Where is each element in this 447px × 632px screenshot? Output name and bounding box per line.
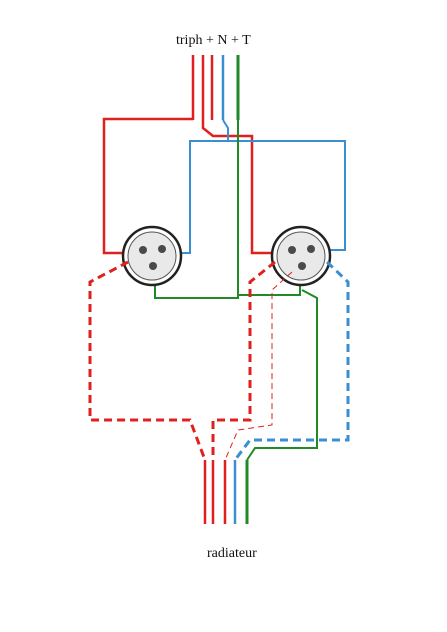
socket-left-pin-3	[149, 262, 157, 270]
earth-wire-sockets	[154, 120, 239, 299]
neutral-wire-right-socket	[228, 140, 346, 251]
phase-wire-left-socket	[102, 117, 193, 255]
load-phase-wire-right	[211, 260, 276, 460]
load-neutral-wire	[233, 260, 350, 461]
load-phase-wire-left	[88, 260, 207, 461]
socket-left	[121, 225, 183, 287]
socket-right-pin-1	[288, 246, 296, 254]
supply-cable	[191, 55, 240, 120]
earth-wire-right-socket	[238, 285, 301, 296]
socket-left-pin-1	[139, 246, 147, 254]
socket-right	[270, 225, 332, 287]
load-phase-wire-thin	[224, 271, 293, 461]
socket-right-pin-2	[307, 245, 315, 253]
phase-wire-right-socket	[201, 120, 272, 255]
socket-left-pin-2	[158, 245, 166, 253]
load-earth-wire	[246, 289, 318, 461]
socket-right-pin-3	[298, 262, 306, 270]
load-cable	[203, 460, 249, 524]
radiator-label: radiateur	[207, 546, 257, 561]
supply-label: triph + N + T	[176, 33, 251, 48]
neutral-wire-sockets	[180, 119, 229, 254]
